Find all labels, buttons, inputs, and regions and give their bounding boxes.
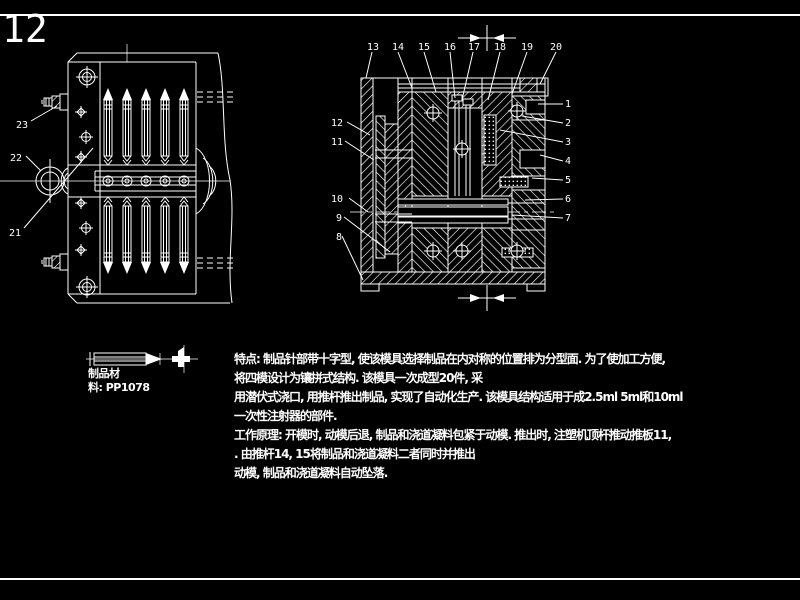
note-line: 将四模设计为镶拼式结构. 该模具一次成型20件, 采 [234, 371, 483, 385]
sheet-border [0, 14, 800, 580]
balloon-11: 11 [331, 137, 343, 148]
product-pin-band [397, 198, 544, 224]
balloon-20: 20 [550, 42, 562, 53]
balloon-23: 23 [16, 120, 28, 131]
balloon-9: 9 [336, 213, 342, 224]
balloon-4: 4 [565, 156, 571, 167]
pin-cross-section [170, 345, 198, 373]
hidden-lines [197, 91, 233, 269]
cavity-row-top [102, 87, 190, 166]
water-fitting-bottom [41, 253, 69, 271]
note-line: 用潜伏式浇口, 用推杆推出制品, 实现了自动化生产. 该模具结构适用于成2.5m… [234, 390, 684, 404]
runner-gates [102, 175, 190, 187]
flow-direction-icon-top [457, 24, 517, 52]
balloon-19: 19 [521, 42, 533, 53]
balloon-12: 12 [331, 118, 343, 129]
balloon-14: 14 [392, 42, 404, 53]
material-note: 制品材 料: PP1078 [88, 367, 150, 395]
flow-direction-icon-bottom [457, 284, 517, 312]
slide-arcs [195, 147, 217, 215]
section-view: 13 14 15 16 17 18 19 20 1 2 3 [331, 24, 571, 312]
balloon-17: 17 [468, 42, 480, 53]
balloon-7: 7 [565, 213, 571, 224]
balloon-8: 8 [336, 232, 342, 243]
note-line: 动模, 制品和浇道凝料自动坠落. [234, 466, 388, 480]
notes-block: 特点: 制品针部带十字型, 使该模具选择制品在内对称的位置排为分型面. 为了使加… [234, 350, 794, 483]
balloon-2: 2 [565, 118, 571, 129]
balloon-15: 15 [418, 42, 430, 53]
note-line: 一次性注射器的部件. [234, 409, 338, 423]
sheet-number: 12 [2, 7, 48, 51]
balloon-1: 1 [565, 99, 571, 110]
top-balloons: 13 14 15 16 17 18 19 20 [365, 42, 562, 101]
left-balloons: 12 11 10 9 8 [331, 118, 391, 281]
break-line [217, 52, 233, 304]
right-balloons: 1 2 3 4 5 6 7 [499, 99, 571, 224]
note-line: 特点: 制品针部带十字型, 使该模具选择制品在内对称的位置排为分型面. 为了使加… [234, 352, 666, 366]
material-line-1: 制品材 [88, 367, 120, 380]
balloon-16: 16 [444, 42, 456, 53]
material-line-2: 料: PP1078 [88, 381, 150, 394]
cavity-row-bottom [102, 196, 190, 275]
balloon-6: 6 [565, 194, 571, 205]
balloon-21: 21 [9, 228, 21, 239]
balloon-13: 13 [367, 42, 379, 53]
balloon-10: 10 [331, 194, 343, 205]
note-line: . 由推杆14, 15将制品和浇道凝料二者同时并推出 [234, 447, 476, 461]
left-view: 23 22 21 [0, 44, 233, 304]
balloon-22: 22 [10, 153, 22, 164]
part-drawing [86, 345, 198, 373]
note-line: 工作原理: 开模时, 动模后退, 制品和浇道凝料包紧于动模. 推出时, 注塑机顶… [234, 428, 672, 442]
balloon-18: 18 [494, 42, 506, 53]
balloon-3: 3 [565, 137, 571, 148]
balloon-5: 5 [565, 175, 571, 186]
